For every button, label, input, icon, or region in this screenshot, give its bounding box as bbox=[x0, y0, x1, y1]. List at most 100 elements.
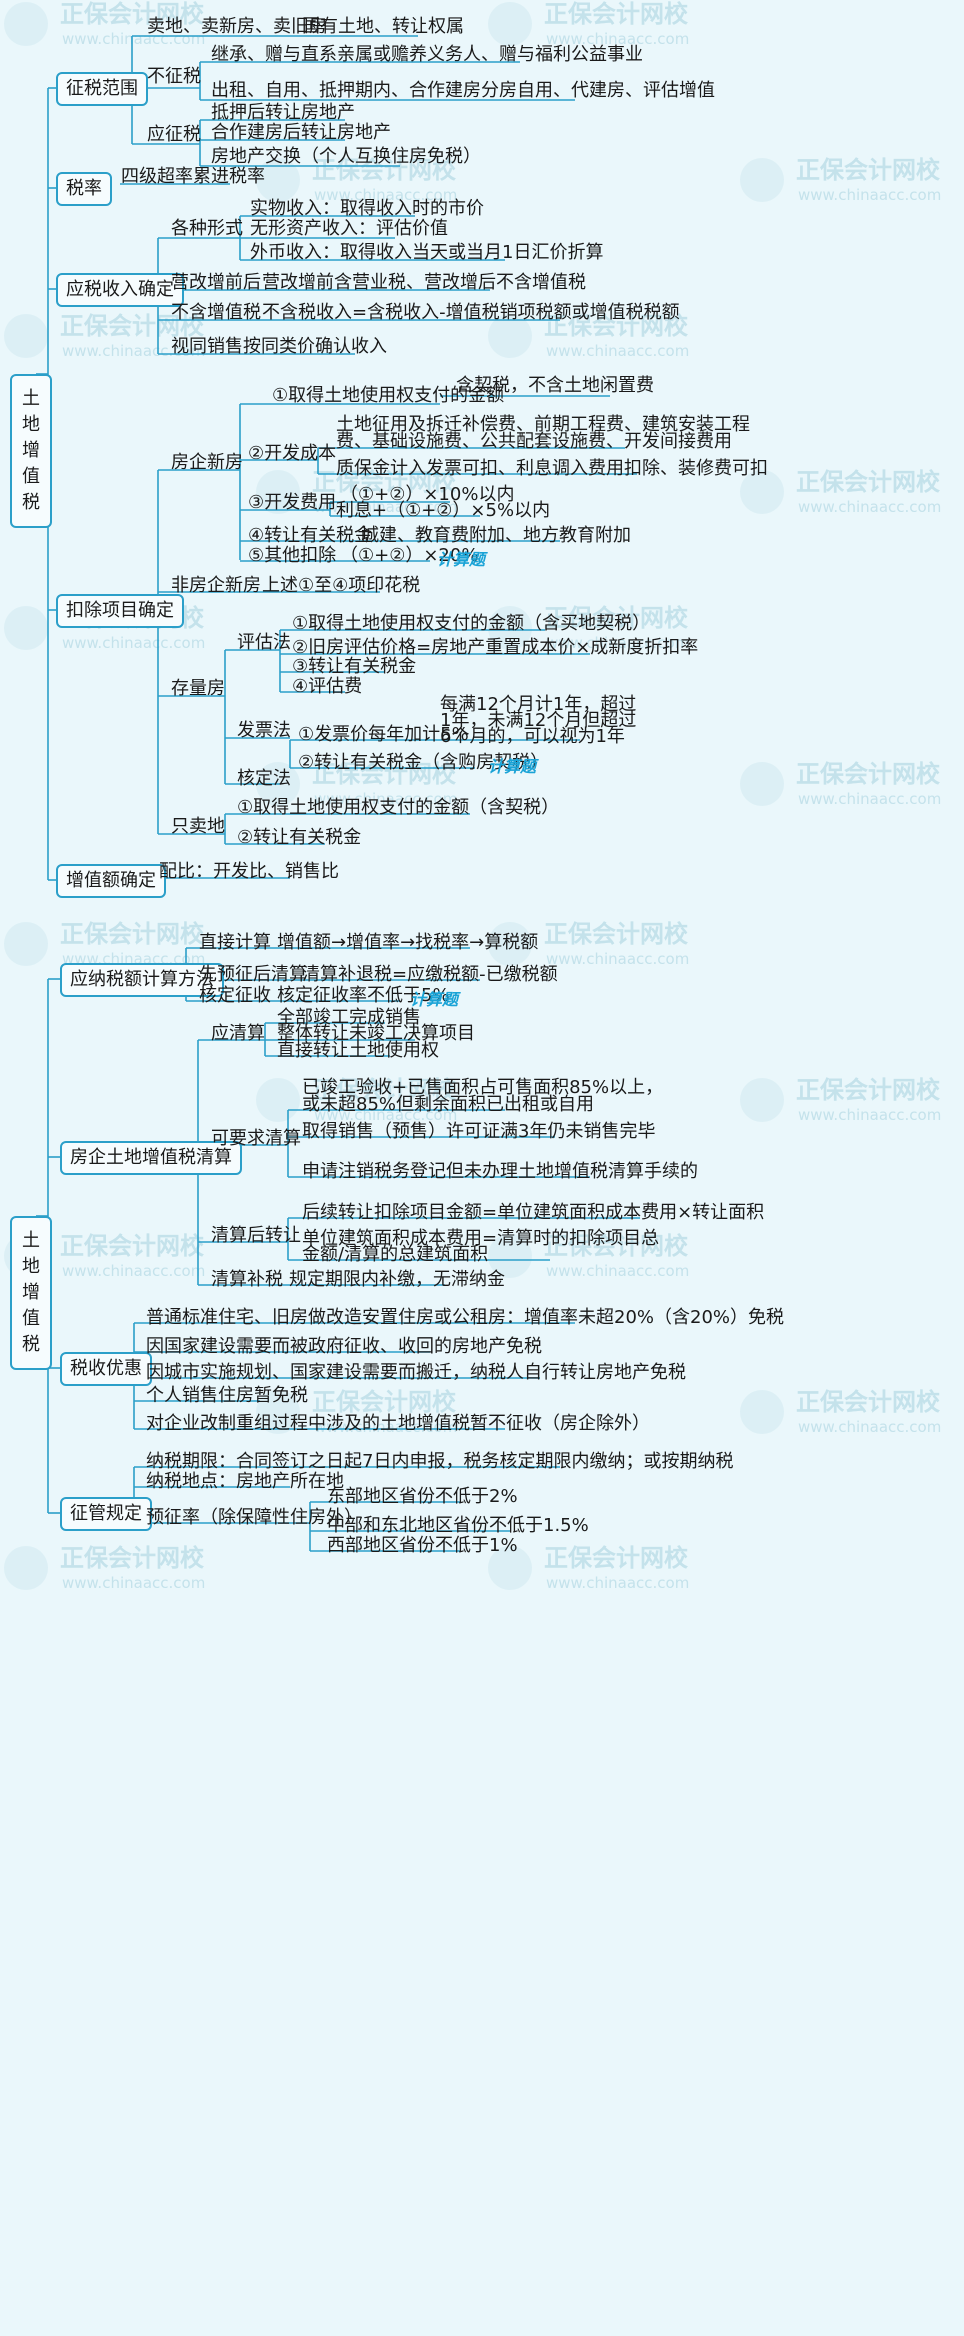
invoice-note-2: 1年，未满12个月但超过 bbox=[440, 710, 637, 731]
watermark-tile: 正保会计网校 www.chinaacc.com bbox=[740, 1076, 941, 1124]
dev-other: ⑤其他扣除 bbox=[248, 545, 337, 566]
non-dev-value: 上述①至④项印花税 bbox=[262, 575, 421, 596]
after-b2: 金额/清算的总建筑面积 bbox=[302, 1244, 489, 1265]
svg-text:www.chinaacc.com: www.chinaacc.com bbox=[798, 790, 941, 808]
svg-text:正保会计网校: 正保会计网校 bbox=[60, 1232, 205, 1260]
admin-place: 纳税地点：房地产所在地 bbox=[146, 1471, 344, 1492]
dev-land-cost-note: 含契税，不含土地闲置费 bbox=[456, 375, 654, 396]
prerate-central: 中部和东北地区省份不低于1.5% bbox=[327, 1515, 589, 1536]
node-prerate: 预征率（除保障性住房外） bbox=[146, 1507, 362, 1528]
svg-text:正保会计网校: 正保会计网校 bbox=[796, 156, 941, 184]
svg-text:正保会计网校: 正保会计网校 bbox=[60, 1544, 205, 1572]
may-a2: 或未超85%但剩余面积已出租或自用 bbox=[302, 1094, 595, 1115]
income-form-3: 外币收入：取得收入当天或当月1日汇价折算 bbox=[250, 242, 604, 263]
admin-period: 纳税期限：合同签订之日起7日内申报，税务核定期限内缴纳；或按期纳税 bbox=[146, 1451, 734, 1472]
eval-item-2: ②旧房评估价格=房地产重置成本价×成新度折扣率 bbox=[292, 637, 699, 658]
may-b: 取得销售（预售）许可证满3年仍未销售完毕 bbox=[302, 1121, 656, 1142]
vat-change-value: 营改增前含营业税、营改增后不含增值税 bbox=[262, 272, 586, 293]
node-may-settle: 可要求清算 bbox=[211, 1128, 301, 1149]
dev-land-cost: ①取得土地使用权支付的金额 bbox=[272, 385, 505, 406]
node-direct-calc: 直接计算 bbox=[199, 932, 271, 953]
prerate-west: 西部地区省份不低于1% bbox=[327, 1535, 518, 1556]
land-only-item-2: ②转让有关税金 bbox=[237, 827, 362, 848]
supplement-value: 规定期限内补缴，无滞纳金 bbox=[289, 1269, 505, 1290]
node-invoice-method: 发票法 bbox=[237, 720, 291, 741]
dev-cost-line-3: 质保金计入发票可扣、利息调入费用扣除、装修费可扣 bbox=[336, 458, 768, 479]
node-vat-change: 营改增前后 bbox=[171, 272, 261, 293]
no-tax-item-1: 继承、赠与直系亲属或赡养义务人、赠与福利公益事业 bbox=[211, 44, 643, 65]
dev-other-value: （①+②）×20% bbox=[340, 545, 479, 566]
svg-text:www.chinaacc.com: www.chinaacc.com bbox=[798, 498, 941, 516]
node-eval-method: 评估法 bbox=[237, 632, 291, 653]
node-assess-collect: 核定征收 bbox=[199, 985, 271, 1006]
dev-cost: ②开发成本 bbox=[248, 443, 337, 464]
node-scope: 征税范围 bbox=[56, 72, 148, 106]
may-c: 申请注销税务登记但未办理土地增值税清算手续的 bbox=[302, 1161, 698, 1182]
node-after-settle: 清算后转让 bbox=[211, 1225, 301, 1246]
relief-item-2: 因国家建设需要而被政府征收、收回的房地产免税 bbox=[146, 1336, 542, 1357]
dev-tax: ④转让有关税金 bbox=[248, 525, 373, 546]
node-supplement: 清算补税 bbox=[211, 1269, 283, 1290]
dev-fee: ③开发费用 bbox=[248, 492, 337, 513]
relief-item-5: 对企业改制重组过程中涉及的土地增值税暂不征收（房企除外） bbox=[146, 1413, 650, 1434]
calc-tag-2: 计算题 bbox=[488, 757, 537, 776]
node-income: 应税收入确定 bbox=[56, 273, 184, 307]
must-item-3: 直接转让土地使用权 bbox=[277, 1040, 439, 1061]
invoice-b: ②转让有关税金（含购房契税） bbox=[298, 752, 549, 773]
node-no-tax: 不征税 bbox=[147, 66, 201, 87]
tax-item-2: 合作建房后转让房地产 bbox=[211, 122, 391, 143]
dev-tax-value: 城建、教育费附加、地方教育附加 bbox=[361, 525, 631, 546]
no-tax-item-2: 出租、自用、抵押期内、合作建房分房自用、代建房、评估增值 bbox=[211, 80, 715, 101]
after-b1: 单位建筑面积成本费用=清算时的扣除项目总 bbox=[302, 1228, 660, 1249]
invoice-a: ①发票价每年加计5% bbox=[298, 724, 469, 745]
income-form-2: 无形资产收入：评估价值 bbox=[250, 218, 448, 239]
svg-text:正保会计网校: 正保会计网校 bbox=[796, 1388, 941, 1416]
root-node-part2: 土地增值税 bbox=[10, 1216, 52, 1370]
watermark-tile: 正保会计网校 www.chinaacc.com bbox=[740, 760, 941, 808]
node-income-forms: 各种形式 bbox=[171, 218, 243, 239]
svg-text:www.chinaacc.com: www.chinaacc.com bbox=[798, 186, 941, 204]
node-rate: 税率 bbox=[56, 172, 112, 206]
root-node-part1: 土地增值税 bbox=[10, 374, 52, 528]
svg-text:正保会计网校: 正保会计网校 bbox=[796, 1076, 941, 1104]
svg-text:正保会计网校: 正保会计网校 bbox=[312, 1388, 457, 1416]
svg-text:www.chinaacc.com: www.chinaacc.com bbox=[798, 1106, 941, 1124]
node-must-settle: 应清算 bbox=[211, 1023, 265, 1044]
node-stock-house: 存量房 bbox=[171, 678, 225, 699]
watermark-tile: 正保会计网校 www.chinaacc.com bbox=[740, 156, 941, 204]
node-no-vat: 不含增值税 bbox=[171, 302, 261, 323]
dev-cost-line-2: 费、基础设施费、公共配套设施费、开发间接费用 bbox=[336, 431, 732, 452]
node-increment: 增值额确定 bbox=[56, 864, 166, 898]
svg-text:www.chinaacc.com: www.chinaacc.com bbox=[62, 634, 205, 652]
relief-item-3: 因城市实施规划、国家建设需要而搬迁，纳税人自行转让房地产免税 bbox=[146, 1362, 686, 1383]
prepay-value: 清算补退税=应缴税额-已缴税额 bbox=[302, 964, 558, 985]
eval-item-4: ④评估费 bbox=[292, 676, 363, 697]
svg-text:正保会计网校: 正保会计网校 bbox=[544, 920, 689, 948]
relief-item-1: 普通标准住宅、旧房做改造安置住房或公租房：增值率未超20%（含20%）免税 bbox=[146, 1307, 785, 1328]
node-settlement: 房企土地增值税清算 bbox=[60, 1141, 242, 1175]
scope-sale-items: 卖地、卖新房、卖旧房 bbox=[147, 16, 327, 37]
calc-tag-1: 计算题 bbox=[437, 550, 486, 569]
node-admin: 征管规定 bbox=[60, 1497, 152, 1531]
income-deemed-sale: 视同销售按同类价确认收入 bbox=[171, 336, 387, 357]
node-relief: 税收优惠 bbox=[60, 1352, 152, 1386]
tax-item-3: 房地产交换（个人互换住房免税） bbox=[211, 146, 481, 167]
dev-cost-line-1: 土地征用及拆迁补偿费、前期工程费、建筑安装工程 bbox=[336, 414, 750, 435]
svg-text:www.chinaacc.com: www.chinaacc.com bbox=[546, 342, 689, 360]
no-vat-value: 不含税收入=含税收入-增值税销项税额或增值税税额 bbox=[262, 302, 680, 323]
node-calc-method: 应纳税额计算方法 bbox=[60, 963, 224, 997]
direct-calc-value: 增值额→增值率→找税率→算税额 bbox=[277, 932, 539, 953]
rate-value: 四级超率累进税率 bbox=[121, 166, 265, 187]
svg-text:www.chinaacc.com: www.chinaacc.com bbox=[546, 950, 689, 968]
dev-fee-b: 利息+（①+②）×5%以内 bbox=[336, 500, 551, 521]
must-item-1: 全部竣工完成销售 bbox=[277, 1007, 421, 1028]
eval-item-3: ③转让有关税金 bbox=[292, 656, 417, 677]
node-non-dev-new-house: 非房企新房 bbox=[171, 575, 261, 596]
svg-text:正保会计网校: 正保会计网校 bbox=[796, 760, 941, 788]
node-dev-new-house: 房企新房 bbox=[171, 452, 243, 473]
